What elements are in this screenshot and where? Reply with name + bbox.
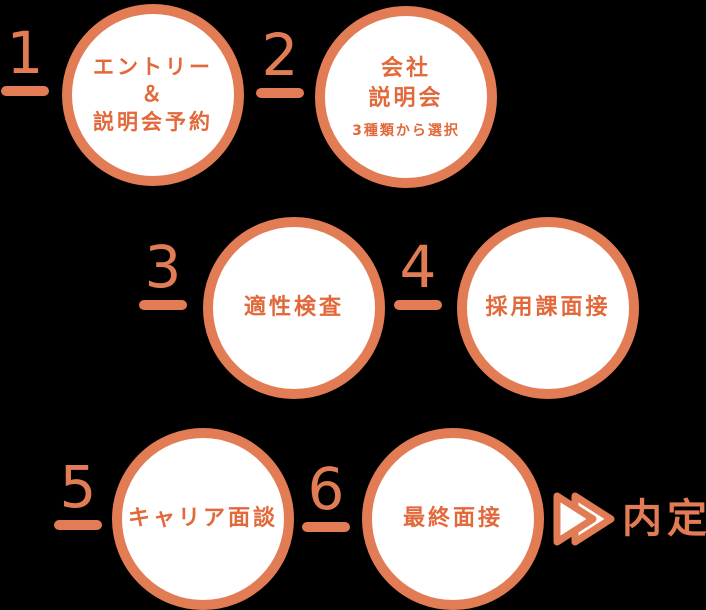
step-4-label-line1: 採用課面接 — [485, 295, 611, 321]
result-label: 内定 — [622, 496, 706, 542]
step-4-label: 採用課面接 — [485, 293, 610, 323]
step-2-label-line2: 説明会 — [368, 85, 444, 111]
step-1-label-line1: エントリー — [93, 55, 213, 80]
step-3-label: 適性検査 — [244, 293, 344, 323]
step-1-label-line3: 説明会予約 — [93, 109, 213, 134]
step-4-circle: 採用課面接 — [457, 217, 639, 399]
step-5-number: 5 — [59, 453, 97, 521]
step-2-label-line1: 会社 — [380, 55, 431, 81]
step-2-circle: 会社 説明会 3種類から選択 — [315, 6, 497, 188]
step-2-underline — [256, 88, 304, 98]
step-2-number-group: 2 — [256, 21, 304, 98]
step-1-underline — [1, 86, 49, 96]
step-3-number: 3 — [144, 233, 182, 301]
step-3-circle: 適性検査 — [203, 217, 385, 399]
step-5-label-line1: キャリア面談 — [127, 506, 278, 532]
step-4-number-group: 4 — [394, 233, 442, 310]
step-6-underline — [302, 522, 350, 532]
step-5-circle: キャリア面談 — [112, 428, 294, 610]
step-4-underline — [394, 300, 442, 310]
step-1-circle: エントリー ＆ 説明会予約 — [62, 4, 244, 186]
step-2-number: 2 — [261, 21, 299, 89]
step-2-label: 会社 説明会 3種類から選択 — [352, 54, 460, 140]
step-6-number-group: 6 — [302, 455, 350, 532]
step-4-number: 4 — [399, 233, 437, 301]
step-1-number-group: 1 — [1, 19, 49, 96]
step-2-label-note: 3種類から選択 — [352, 123, 460, 140]
step-1-label-line2: ＆ — [141, 82, 165, 107]
step-6-label: 最終面接 — [403, 504, 503, 534]
step-1-label: エントリー ＆ 説明会予約 — [93, 54, 213, 136]
step-5-number-group: 5 — [54, 453, 102, 530]
step-6-circle: 最終面接 — [362, 428, 544, 610]
step-6-label-line1: 最終面接 — [402, 506, 503, 532]
step-1-number: 1 — [6, 19, 44, 87]
fast-forward-double-triangle-icon — [553, 492, 615, 550]
step-5-label: キャリア面談 — [128, 504, 278, 534]
step-5-underline — [54, 520, 102, 530]
step-6-number: 6 — [307, 455, 345, 523]
step-3-number-group: 3 — [139, 233, 187, 310]
step-3-underline — [139, 300, 187, 310]
step-3-label-line1: 適性検査 — [243, 295, 344, 321]
